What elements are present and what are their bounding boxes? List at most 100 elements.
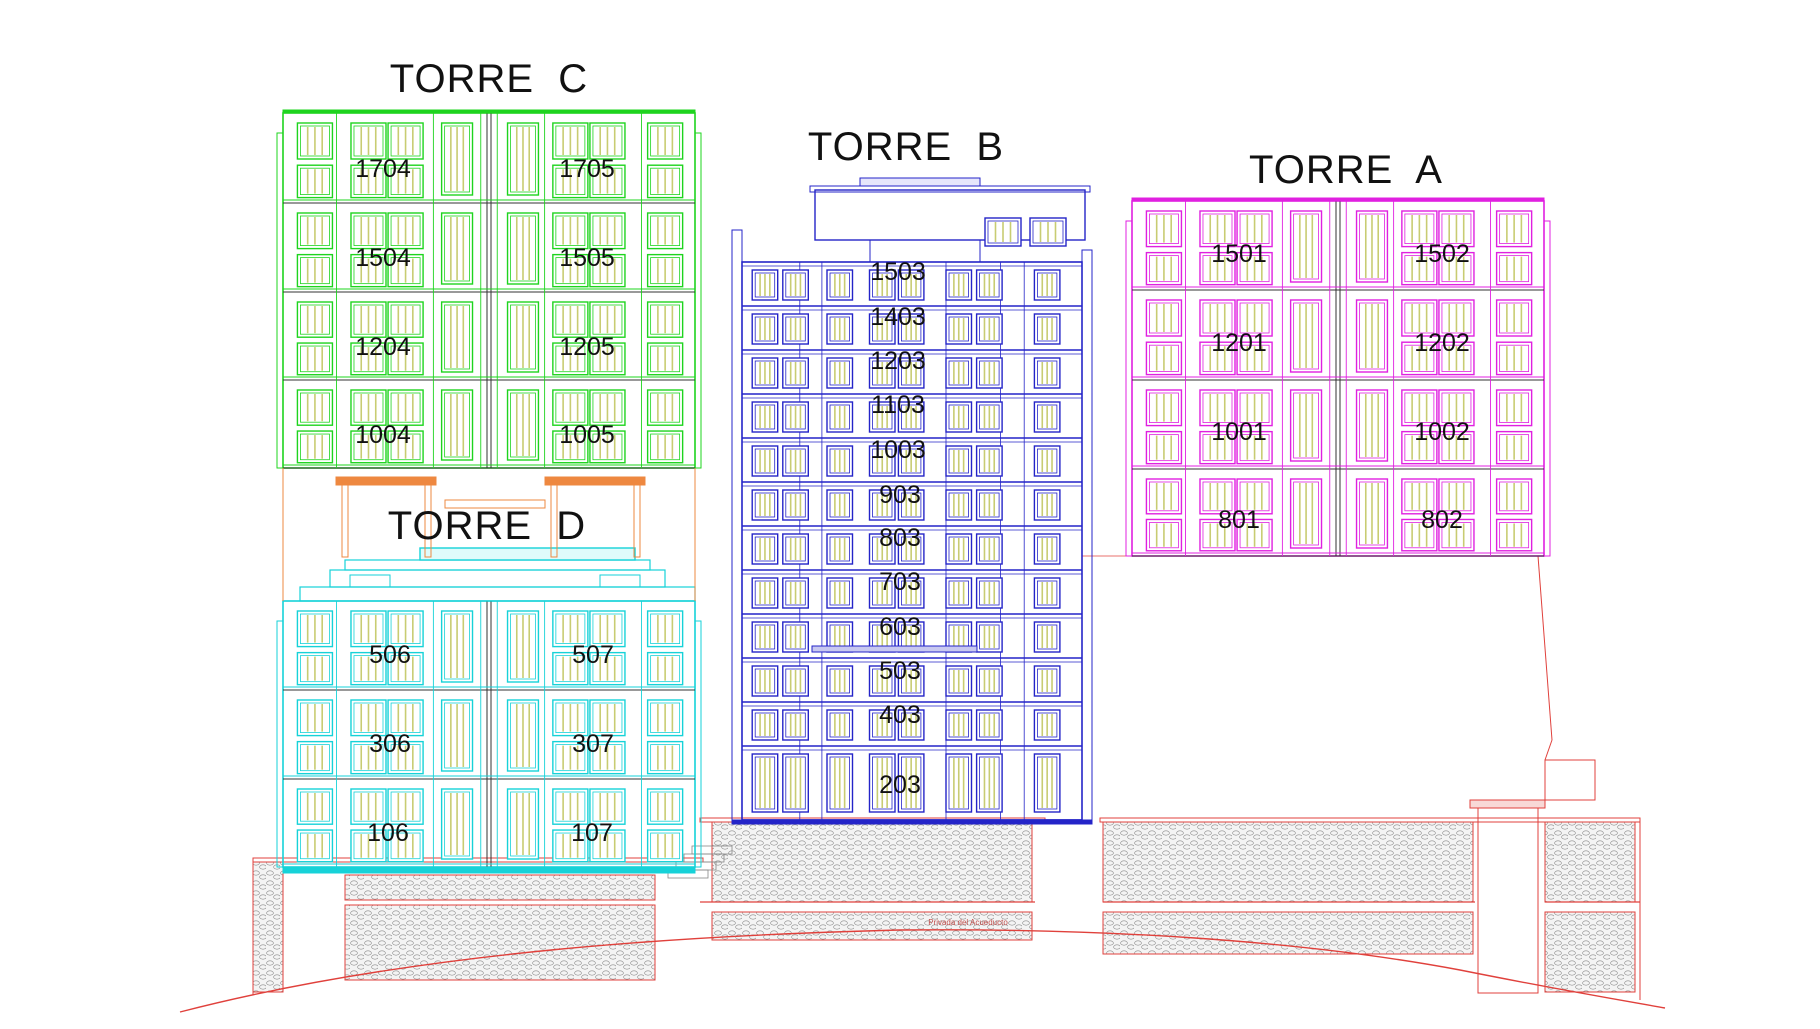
street-label: Privada del Acueducto	[928, 918, 1008, 927]
window-frame	[829, 448, 850, 474]
window-frame	[829, 668, 850, 694]
unit-label: 1002	[1414, 418, 1470, 446]
window-frame	[1239, 302, 1270, 334]
window-frame	[300, 433, 330, 461]
facade-outline	[1131, 200, 1545, 557]
window-frame	[555, 613, 586, 645]
window-frame	[650, 832, 681, 860]
side-mast	[1081, 249, 1093, 821]
window-frame	[948, 316, 969, 342]
window-frame	[979, 580, 1000, 606]
window-frame	[1149, 213, 1179, 245]
slope-line	[1537, 555, 1553, 741]
window-frame	[754, 668, 776, 694]
podium-column	[550, 484, 558, 558]
window-frame	[650, 125, 681, 157]
unit-label: 506	[369, 641, 411, 669]
unit-label: 306	[369, 730, 411, 758]
window-frame	[1032, 220, 1064, 244]
window-frame	[979, 536, 1000, 562]
window-frame	[829, 536, 850, 562]
window-frame	[300, 215, 330, 247]
window-frame	[1441, 302, 1472, 334]
window-frame	[353, 257, 384, 285]
window-frame	[1499, 213, 1530, 245]
window-frame	[353, 304, 384, 335]
window-frame	[592, 167, 623, 195]
window-frame	[872, 536, 893, 562]
window-frame	[979, 712, 1000, 738]
unit-label: 903	[879, 481, 921, 509]
window-frame	[510, 125, 536, 193]
window-frame	[829, 492, 850, 518]
window-frame	[1441, 522, 1472, 549]
window-frame	[1359, 392, 1385, 459]
window-frame	[1404, 434, 1435, 462]
terrain-profile	[179, 929, 1666, 1013]
window-frame	[592, 613, 623, 645]
window-frame	[1239, 392, 1270, 424]
window-frame	[650, 257, 681, 285]
window-frame	[872, 492, 893, 518]
window-frame	[1404, 344, 1435, 373]
window-frame	[592, 125, 623, 157]
window-frame	[1037, 580, 1058, 606]
window-frame	[872, 580, 893, 606]
unit-label: 1202	[1414, 329, 1470, 357]
tower-b-title: TORRE B	[808, 125, 1004, 169]
window-frame	[872, 404, 893, 430]
window-frame	[300, 613, 330, 645]
window-frame	[1037, 712, 1058, 738]
window-frame	[948, 360, 969, 386]
side-pier	[694, 620, 702, 868]
podium-beam	[444, 499, 546, 509]
unit-label: 1204	[355, 333, 411, 361]
base-slab	[731, 819, 1093, 825]
window-frame	[300, 832, 330, 860]
window-frame	[1239, 522, 1270, 549]
window-frame	[1202, 434, 1233, 462]
window-frame	[390, 433, 421, 461]
unit-label: 1203	[870, 347, 926, 375]
tower-a-title: TORRE A	[1249, 148, 1443, 192]
podium-column	[424, 484, 432, 558]
window-frame	[1149, 434, 1179, 462]
window-frame	[390, 655, 421, 683]
penthouse-cornice	[809, 185, 1091, 193]
window-frame	[353, 433, 384, 461]
window-frame	[1202, 344, 1233, 373]
window-frame	[901, 668, 922, 694]
window-frame	[872, 712, 893, 738]
window-frame	[1404, 481, 1435, 512]
window-frame	[948, 580, 969, 606]
window-frame	[754, 316, 776, 342]
window-frame	[555, 167, 586, 195]
window-frame	[829, 272, 850, 298]
window-frame	[1499, 344, 1530, 373]
window-frame	[829, 712, 850, 738]
side-pier	[1543, 220, 1551, 557]
window-frame	[1359, 302, 1385, 370]
facade-outline	[282, 112, 696, 469]
window-frame	[1441, 344, 1472, 373]
side-pier	[694, 132, 702, 469]
window-frame	[948, 756, 969, 810]
window-frame	[353, 702, 384, 734]
window-frame	[1441, 213, 1472, 245]
window-frame	[754, 624, 776, 650]
window-frame	[901, 404, 922, 430]
window-frame	[390, 702, 421, 734]
window-frame	[592, 392, 623, 423]
window-frame	[592, 345, 623, 373]
window-frame	[353, 125, 384, 157]
window-frame	[872, 448, 893, 474]
stone-wall	[1102, 821, 1474, 903]
window-frame	[979, 404, 1000, 430]
unit-label: 1504	[355, 244, 411, 272]
unit-label: 1004	[355, 421, 411, 449]
roof-cornice	[419, 547, 636, 561]
window-frame	[300, 257, 330, 285]
window-frame	[300, 702, 330, 734]
base-plinth	[282, 866, 696, 874]
unit-label: 1201	[1211, 329, 1267, 357]
